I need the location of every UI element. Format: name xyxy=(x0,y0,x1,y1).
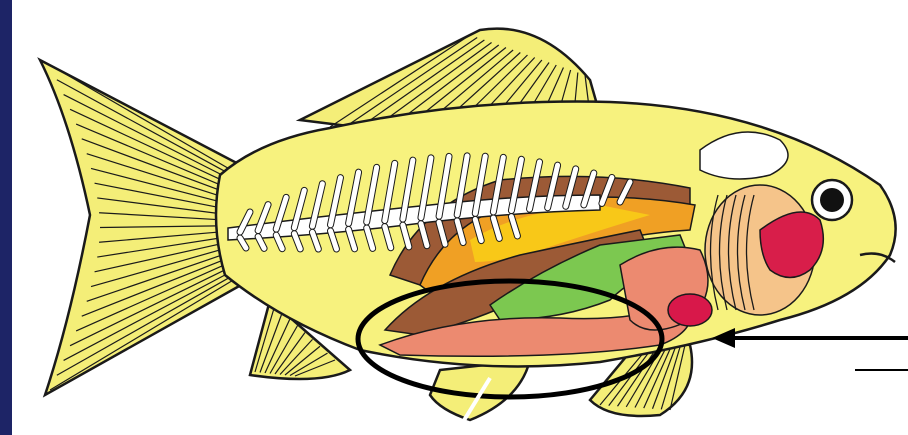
heart xyxy=(668,294,712,326)
eye xyxy=(812,180,852,220)
